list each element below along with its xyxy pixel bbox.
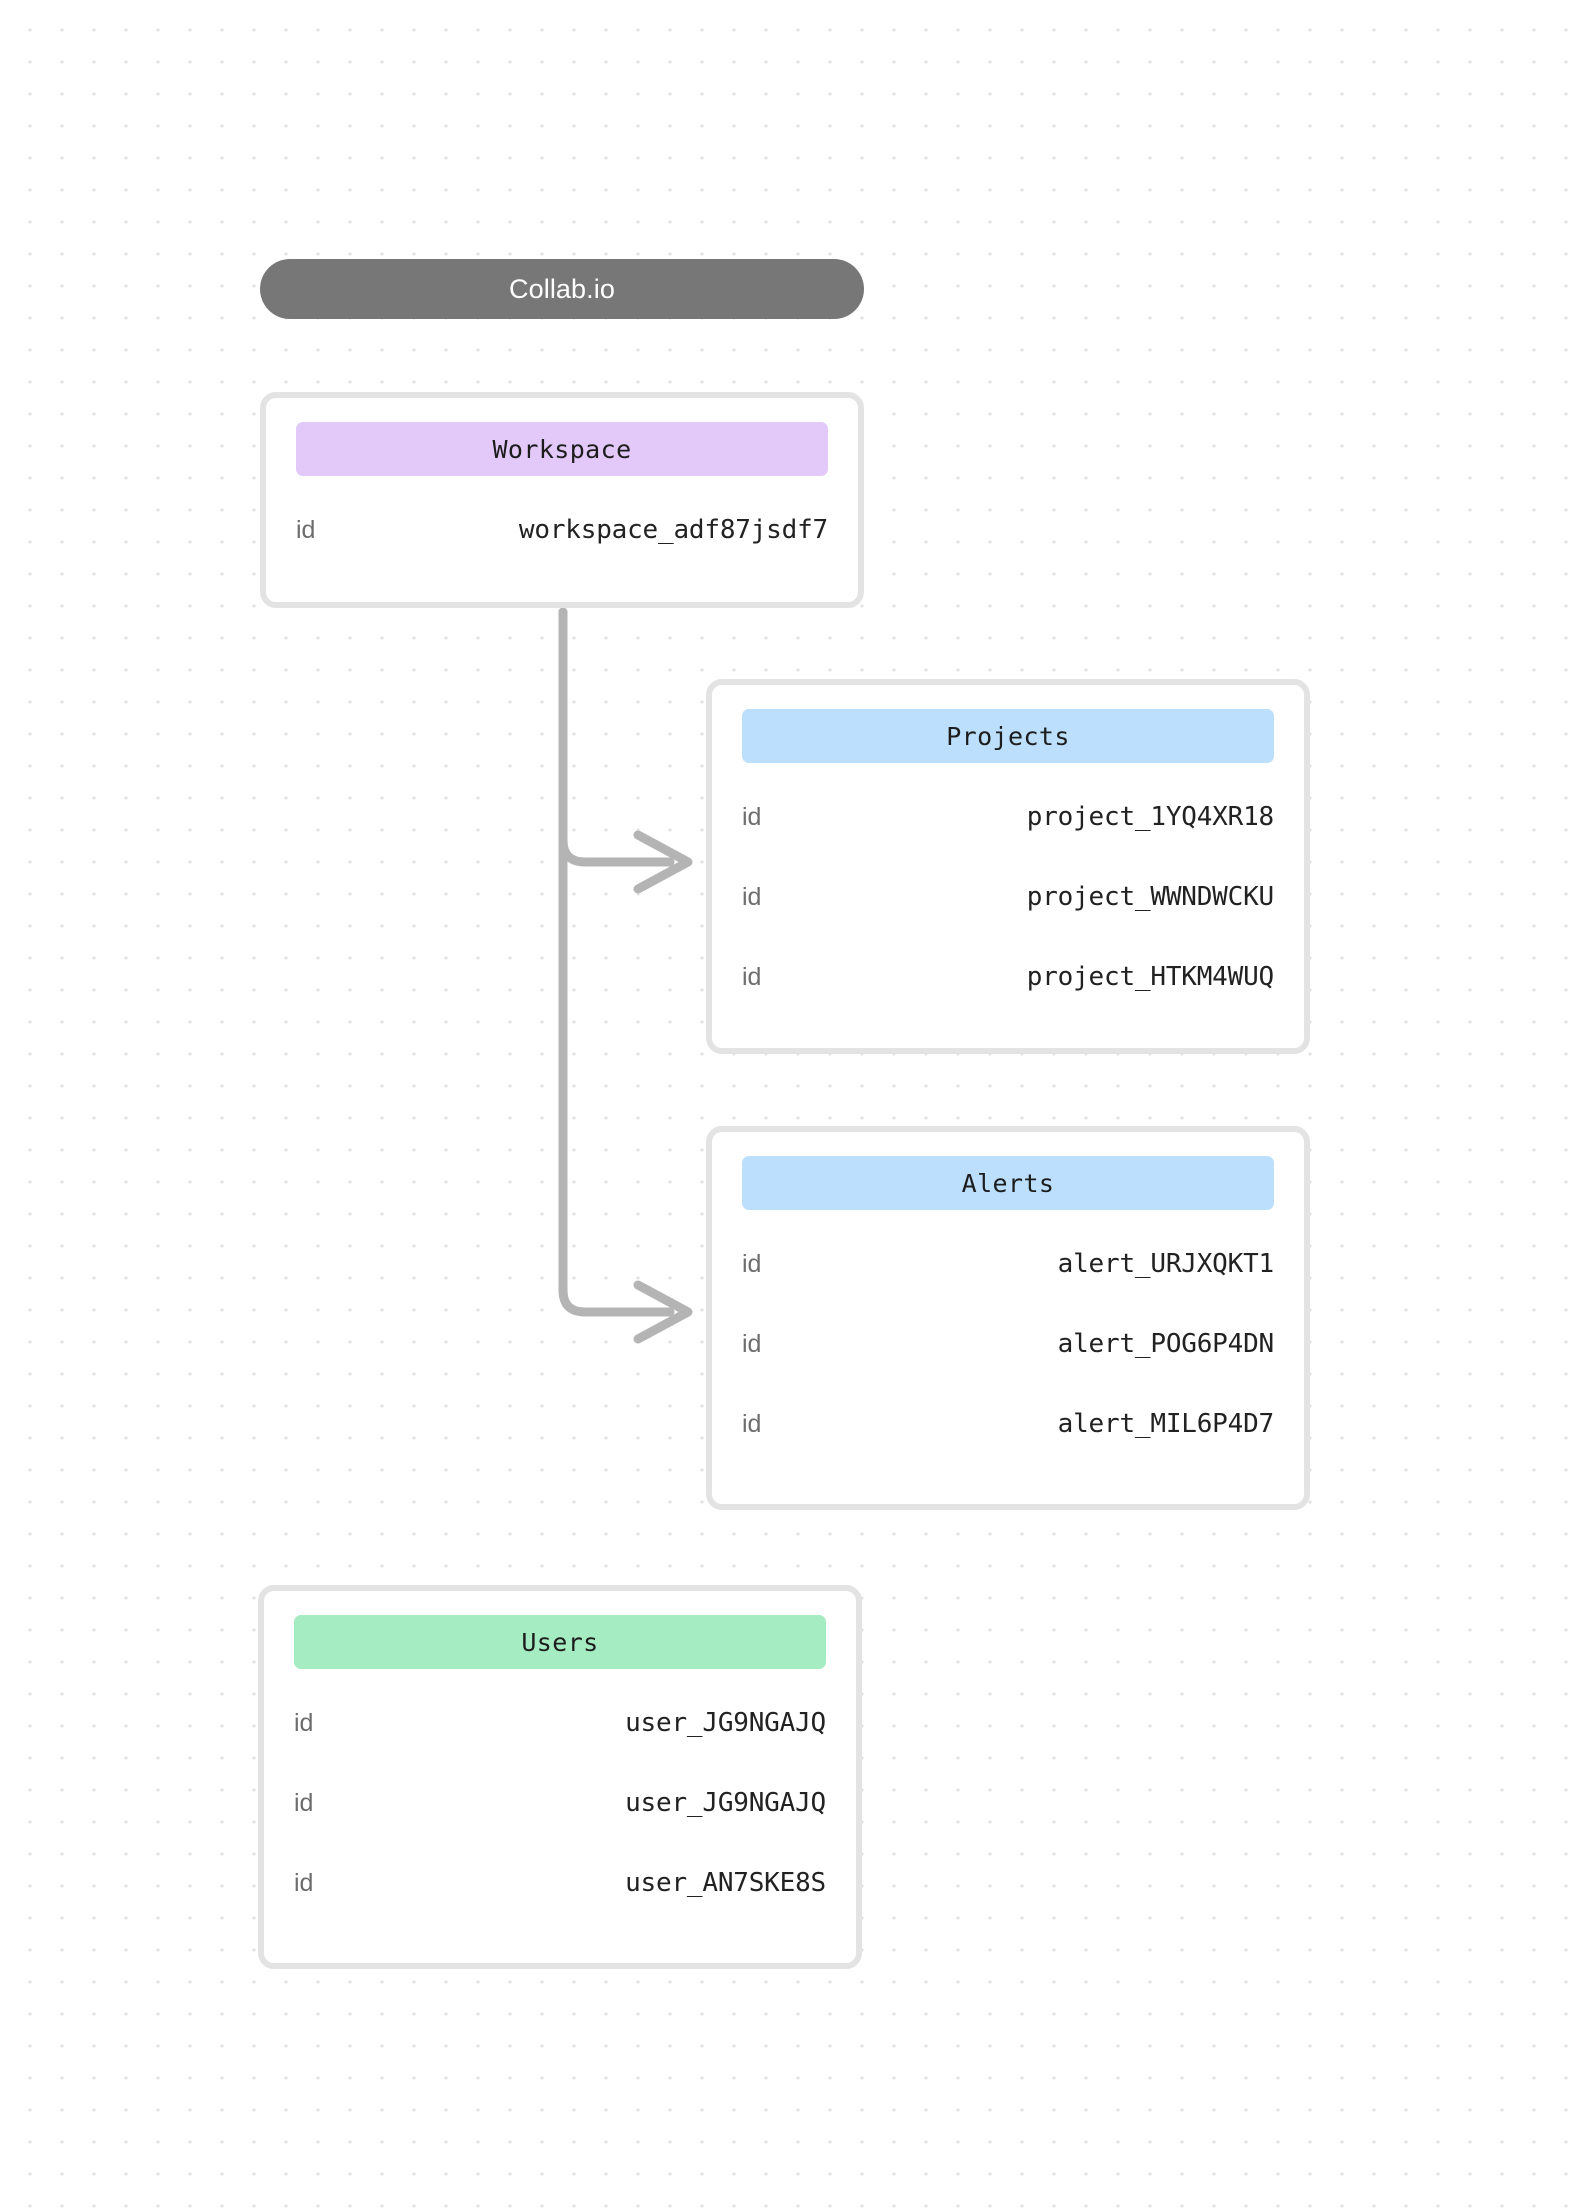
field-value: project_HTKM4WUQ — [1026, 962, 1274, 992]
entity-title-projects: Projects — [946, 721, 1070, 751]
field-key: id — [294, 1788, 314, 1817]
field-value: alert_URJXQKT1 — [1057, 1249, 1275, 1279]
entity-header-projects: Projects — [742, 709, 1274, 763]
table-row[interactable]: id user_AN7SKE8S — [294, 1843, 826, 1923]
entity-card-projects[interactable]: Projects id project_1YQ4XR18 id project_… — [706, 679, 1310, 1054]
field-value: user_JG9NGAJQ — [625, 1788, 826, 1818]
table-row[interactable]: id alert_URJXQKT1 — [742, 1224, 1274, 1304]
table-row[interactable]: id workspace_adf87jsdf7 — [296, 490, 828, 570]
field-key: id — [742, 1409, 762, 1438]
field-value: alert_POG6P4DN — [1057, 1329, 1275, 1359]
connector-workspace-to-projects — [558, 607, 675, 867]
field-value: project_WWNDWCKU — [1026, 882, 1274, 912]
field-key: id — [742, 1329, 762, 1358]
entity-title-users: Users — [521, 1627, 599, 1657]
field-key: id — [296, 515, 316, 544]
page-title: Collab.io — [509, 273, 615, 304]
table-row[interactable]: id project_1YQ4XR18 — [742, 777, 1274, 857]
table-row[interactable]: id project_WWNDWCKU — [742, 857, 1274, 937]
field-value: workspace_adf87jsdf7 — [518, 515, 828, 545]
field-value: user_AN7SKE8S — [625, 1868, 826, 1898]
entity-card-users[interactable]: Users id user_JG9NGAJQ id user_JG9NGAJQ … — [258, 1585, 862, 1969]
field-value: alert_MIL6P4D7 — [1057, 1409, 1275, 1439]
entity-card-alerts[interactable]: Alerts id alert_URJXQKT1 id alert_POG6P4… — [706, 1126, 1310, 1510]
entity-title-workspace: Workspace — [492, 434, 632, 464]
connector-workspace-to-alerts — [558, 607, 675, 1317]
entity-title-alerts: Alerts — [961, 1168, 1055, 1198]
field-value: user_JG9NGAJQ — [625, 1708, 826, 1738]
field-key: id — [742, 882, 762, 911]
entity-header-workspace: Workspace — [296, 422, 828, 476]
field-value: project_1YQ4XR18 — [1026, 802, 1274, 832]
entity-header-alerts: Alerts — [742, 1156, 1274, 1210]
field-key: id — [742, 962, 762, 991]
field-key: id — [742, 1249, 762, 1278]
entity-header-users: Users — [294, 1615, 826, 1669]
table-row[interactable]: id user_JG9NGAJQ — [294, 1683, 826, 1763]
field-key: id — [294, 1708, 314, 1737]
table-row[interactable]: id user_JG9NGAJQ — [294, 1763, 826, 1843]
field-key: id — [294, 1868, 314, 1897]
entity-card-workspace[interactable]: Workspace id workspace_adf87jsdf7 — [260, 392, 864, 608]
arrowhead-projects-icon — [633, 830, 693, 894]
field-key: id — [742, 802, 762, 831]
table-row[interactable]: id alert_POG6P4DN — [742, 1304, 1274, 1384]
arrowhead-alerts-icon — [633, 1280, 693, 1344]
table-row[interactable]: id project_HTKM4WUQ — [742, 937, 1274, 1017]
diagram-title-pill: Collab.io — [260, 259, 864, 319]
table-row[interactable]: id alert_MIL6P4D7 — [742, 1384, 1274, 1464]
